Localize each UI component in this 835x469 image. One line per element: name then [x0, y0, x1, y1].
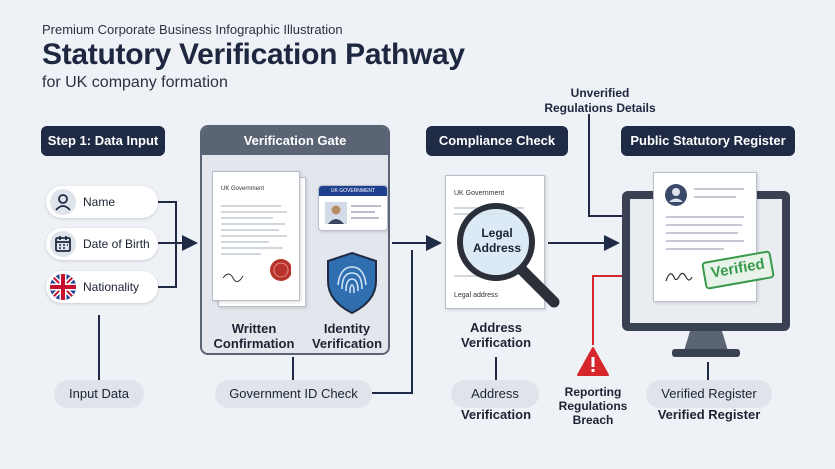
uk-flag-icon	[50, 274, 76, 300]
written-confirmation-label: Written Confirmation	[208, 321, 300, 351]
input-row-name: Name	[46, 186, 158, 218]
address-label-line1: Address	[469, 320, 523, 335]
id-card-lines	[351, 205, 381, 219]
compliance-doc-header: UK Government	[454, 190, 505, 197]
address-verification-label: Address Verification	[446, 320, 546, 350]
magnifier-icon	[457, 203, 560, 308]
step-public-register: Public Statutory Register	[621, 126, 795, 156]
verification-gate-title: Verification Gate	[202, 127, 388, 155]
written-label-line1: Written	[231, 321, 277, 336]
step-compliance-check: Compliance Check	[426, 126, 568, 156]
fingerprint-shield-icon	[327, 251, 377, 315]
input-data-pill: Input Data	[54, 380, 144, 408]
calendar-icon	[50, 231, 76, 257]
input-label-name: Name	[83, 195, 116, 209]
input-label-nationality: Nationality	[83, 280, 140, 294]
unverified-note: Unverified Regulations Details	[520, 86, 680, 116]
government-id-check-pill: Government ID Check	[215, 380, 372, 408]
magnifier-label-line1: Legal	[481, 226, 513, 240]
address-label-line2: Verification	[460, 335, 532, 350]
id-card-photo	[325, 202, 347, 224]
address-pill: Address	[451, 380, 539, 408]
reporting-breach-label: Reporting Regulations Breach	[553, 385, 633, 427]
written-confirmation-doc: UK Government	[212, 171, 300, 301]
unverified-note-line2: Regulations Details	[544, 101, 656, 115]
breach-line2: Regulations	[558, 399, 628, 413]
step-data-input: Step 1: Data Input	[41, 126, 165, 156]
breach-line1: Reporting	[564, 385, 622, 399]
kicker-text: Premium Corporate Business Infographic I…	[42, 22, 343, 37]
input-row-nationality: Nationality	[46, 271, 158, 303]
address-verification-bottom-label: Verification	[460, 407, 532, 422]
page-subtitle: for UK company formation	[42, 74, 228, 91]
register-doc-content	[665, 184, 744, 282]
person-icon	[50, 189, 76, 215]
identity-label-line2: Verification	[311, 336, 383, 351]
input-label-dob: Date of Birth	[83, 237, 150, 251]
identity-label-line1: Identity	[323, 321, 371, 336]
written-label-line2: Confirmation	[213, 336, 295, 351]
verification-gate-panel: Verification Gate UK Government UK GOVER…	[200, 125, 390, 355]
verified-register-label: Verified Register	[657, 407, 761, 422]
magnifier-label: Legal Address	[462, 226, 532, 256]
uk-government-id-card: UK GOVERNMENT	[318, 185, 388, 231]
breach-line3: Breach	[572, 413, 614, 427]
identity-verification-label: Identity Verification	[302, 321, 388, 351]
verified-register-pill: Verified Register	[646, 380, 772, 408]
warning-icon	[577, 347, 609, 376]
compliance-doc-footer: Legal address	[454, 292, 498, 299]
written-doc-lines	[221, 205, 291, 282]
written-doc-header: UK Government	[221, 186, 265, 192]
id-card-header: UK GOVERNMENT	[319, 186, 387, 196]
page-title: Statutory Verification Pathway	[42, 38, 465, 71]
unverified-note-line1: Unverified	[570, 86, 630, 100]
input-row-dob: Date of Birth	[46, 228, 158, 260]
magnifier-label-line2: Address	[472, 241, 522, 255]
